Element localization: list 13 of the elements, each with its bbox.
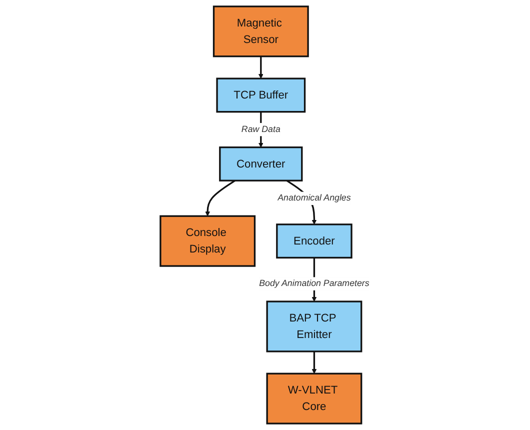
- node-box: BAP TCP Emitter: [266, 300, 362, 352]
- edge-label: Raw Data: [242, 124, 281, 134]
- node-box: Encoder: [276, 224, 352, 259]
- node-box: TCP Buffer: [216, 78, 306, 113]
- node-box: Converter: [219, 146, 303, 182]
- arrow: [205, 180, 236, 216]
- arrow: [312, 351, 317, 374]
- arrow: [258, 56, 264, 79]
- edge-label: Anatomical Angles: [278, 193, 351, 203]
- node-box: Console Display: [160, 215, 256, 267]
- node-box: W-VLNET Core: [266, 372, 362, 424]
- node-box: Magnetic Sensor: [213, 6, 309, 58]
- edge-label: Body Animation Parameters: [259, 278, 370, 288]
